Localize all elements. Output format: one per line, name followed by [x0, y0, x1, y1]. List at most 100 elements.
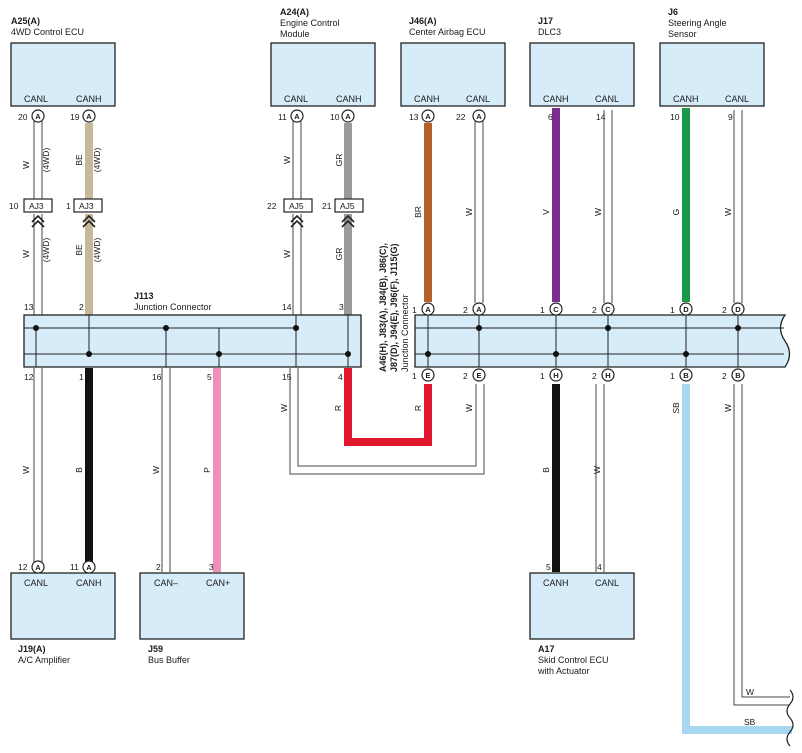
j6-name-1: Steering Angle — [668, 18, 727, 28]
wire-label-w: W — [593, 208, 603, 216]
svg-text:A: A — [35, 112, 41, 121]
wire-label-w: W — [723, 208, 733, 216]
jr-bot-pin-2e: 2 — [463, 371, 468, 381]
a17-name-1: Skid Control ECU — [538, 655, 609, 665]
chevron-down-icon — [290, 214, 355, 228]
terminal-j19-a: A A — [31, 560, 96, 574]
svg-text:E: E — [425, 371, 430, 380]
svg-text:A: A — [425, 305, 431, 314]
j59-code: J59 — [148, 644, 163, 654]
j6-name-2: Sensor — [668, 29, 697, 39]
svg-text:A: A — [35, 563, 41, 572]
a25-name: 4WD Control ECU — [11, 27, 84, 37]
junction-right: A46(H), J83(A), J84(B), J86(C), J87(D), … — [378, 243, 791, 372]
j17-pin-14: 14 — [596, 112, 606, 122]
chevron-down-icon — [31, 214, 96, 228]
wire-label-sb: SB — [671, 402, 681, 414]
wire-labels: W (4WD) BE (4WD) W (4WD) BE (4WD) W GR W… — [21, 148, 756, 727]
component-j17: J17 DLC3 CANH CANL — [529, 16, 635, 107]
aj3-pin-10: 10 — [9, 201, 19, 211]
wires — [33, 108, 792, 734]
j6-pin-9: 9 — [728, 112, 733, 122]
a17-pin-canh: CANH — [543, 578, 569, 588]
j46-pin-canl: CANL — [466, 94, 490, 104]
svg-text:C: C — [553, 305, 559, 314]
j19-name: A/C Amplifier — [18, 655, 70, 665]
svg-text:C: C — [605, 305, 611, 314]
j113-pin-5: 5 — [207, 372, 212, 382]
j113-pin-12: 12 — [24, 372, 34, 382]
wire-label-w: W — [21, 466, 31, 474]
wire-label-g: G — [671, 209, 681, 216]
svg-text:A: A — [294, 112, 300, 121]
j113-pin-16: 16 — [152, 372, 162, 382]
j17-pin-canh: CANH — [543, 94, 569, 104]
svg-text:A: A — [425, 112, 431, 121]
jr-top-pin-2d: 2 — [722, 305, 727, 315]
a17-pin-canl: CANL — [595, 578, 619, 588]
junction-right-label-1: A46(H), J83(A), J84(B), J86(C), — [378, 243, 388, 372]
wire-label-b: B — [541, 467, 551, 473]
wire-label-b: B — [74, 467, 84, 473]
svg-text:E: E — [476, 371, 481, 380]
a25-pin-20: 20 — [18, 112, 28, 122]
j113-pin-14: 14 — [282, 302, 292, 312]
wire-label-w: W — [21, 250, 31, 258]
wire-label-w-bottom: W — [746, 687, 754, 697]
a17-pin-4: 4 — [597, 562, 602, 572]
wire-label-gr: GR — [334, 154, 344, 167]
j113-pin-13: 13 — [24, 302, 34, 312]
a24-pin-11: 11 — [278, 112, 287, 122]
j17-name: DLC3 — [538, 27, 561, 37]
j113-name: Junction Connector — [134, 302, 212, 312]
wire-label-w: W — [282, 156, 292, 164]
jr-top-pin-1d: 1 — [670, 305, 675, 315]
terminal-j46-a: A A — [421, 109, 486, 123]
j59-pin-can-minus: CAN– — [154, 578, 178, 588]
j59-pin-3: 3 — [209, 562, 214, 572]
wire-label-w: W — [592, 466, 602, 474]
a25-pin-canh: CANH — [76, 94, 102, 104]
component-a25: A25(A) 4WD Control ECU CANL CANH — [10, 16, 116, 107]
svg-text:B: B — [683, 371, 689, 380]
jr-bot-pin-1h: 1 — [540, 371, 545, 381]
terminal-junction-right-bottom: E E H H B B — [421, 368, 745, 382]
a24-pin-10: 10 — [330, 112, 340, 122]
component-j59: CAN– CAN+ J59 Bus Buffer — [139, 572, 245, 665]
a24-name-1: Engine Control — [280, 18, 340, 28]
aj3-pin-1: 1 — [66, 201, 71, 211]
svg-text:A: A — [476, 112, 482, 121]
wire-label-r: R — [333, 405, 343, 411]
aj5-label-right: AJ5 — [340, 201, 355, 211]
j6-code: J6 — [668, 7, 678, 17]
junction-j113: J113 Junction Connector 13 2 14 3 12 1 1… — [23, 291, 362, 382]
svg-text:A: A — [86, 112, 92, 121]
terminal-a24-a: A A — [290, 109, 355, 123]
a24-name-2: Module — [280, 29, 310, 39]
a24-code: A24(A) — [280, 7, 309, 17]
jr-bot-pin-1b: 1 — [670, 371, 675, 381]
j17-code: J17 — [538, 16, 553, 26]
j113-pin-15: 15 — [282, 372, 292, 382]
j6-pin-canh: CANH — [673, 94, 699, 104]
svg-text:D: D — [683, 305, 689, 314]
junction-right-label-3: Junction Connector — [400, 294, 410, 372]
j19-pin-11: 11 — [70, 562, 79, 572]
j59-name: Bus Buffer — [148, 655, 190, 665]
jr-top-pin-2a: 2 — [463, 305, 468, 315]
terminal-junction-right-top: A A C C D D — [421, 302, 745, 316]
wire-label-w: W — [282, 250, 292, 258]
svg-text:H: H — [553, 371, 558, 380]
component-a24: A24(A) Engine Control Module CANL CANH — [270, 7, 376, 107]
pin-numbers: 20 19 11 10 13 22 6 14 10 9 12 11 2 3 5 … — [18, 112, 733, 572]
wire-label-sb-bottom: SB — [744, 717, 756, 727]
wire-label-be: BE — [74, 244, 84, 256]
wire-label-4wd: (4WD) — [92, 238, 102, 263]
aj5-pin-21: 21 — [322, 201, 332, 211]
component-j19: CANL CANH J19(A) A/C Amplifier — [10, 572, 116, 665]
aj3-label-right: AJ3 — [79, 201, 94, 211]
wire-label-br: BR — [413, 206, 423, 218]
jr-top-pin-2c: 2 — [592, 305, 597, 315]
j19-code: J19(A) — [18, 644, 46, 654]
a24-pin-canh: CANH — [336, 94, 362, 104]
